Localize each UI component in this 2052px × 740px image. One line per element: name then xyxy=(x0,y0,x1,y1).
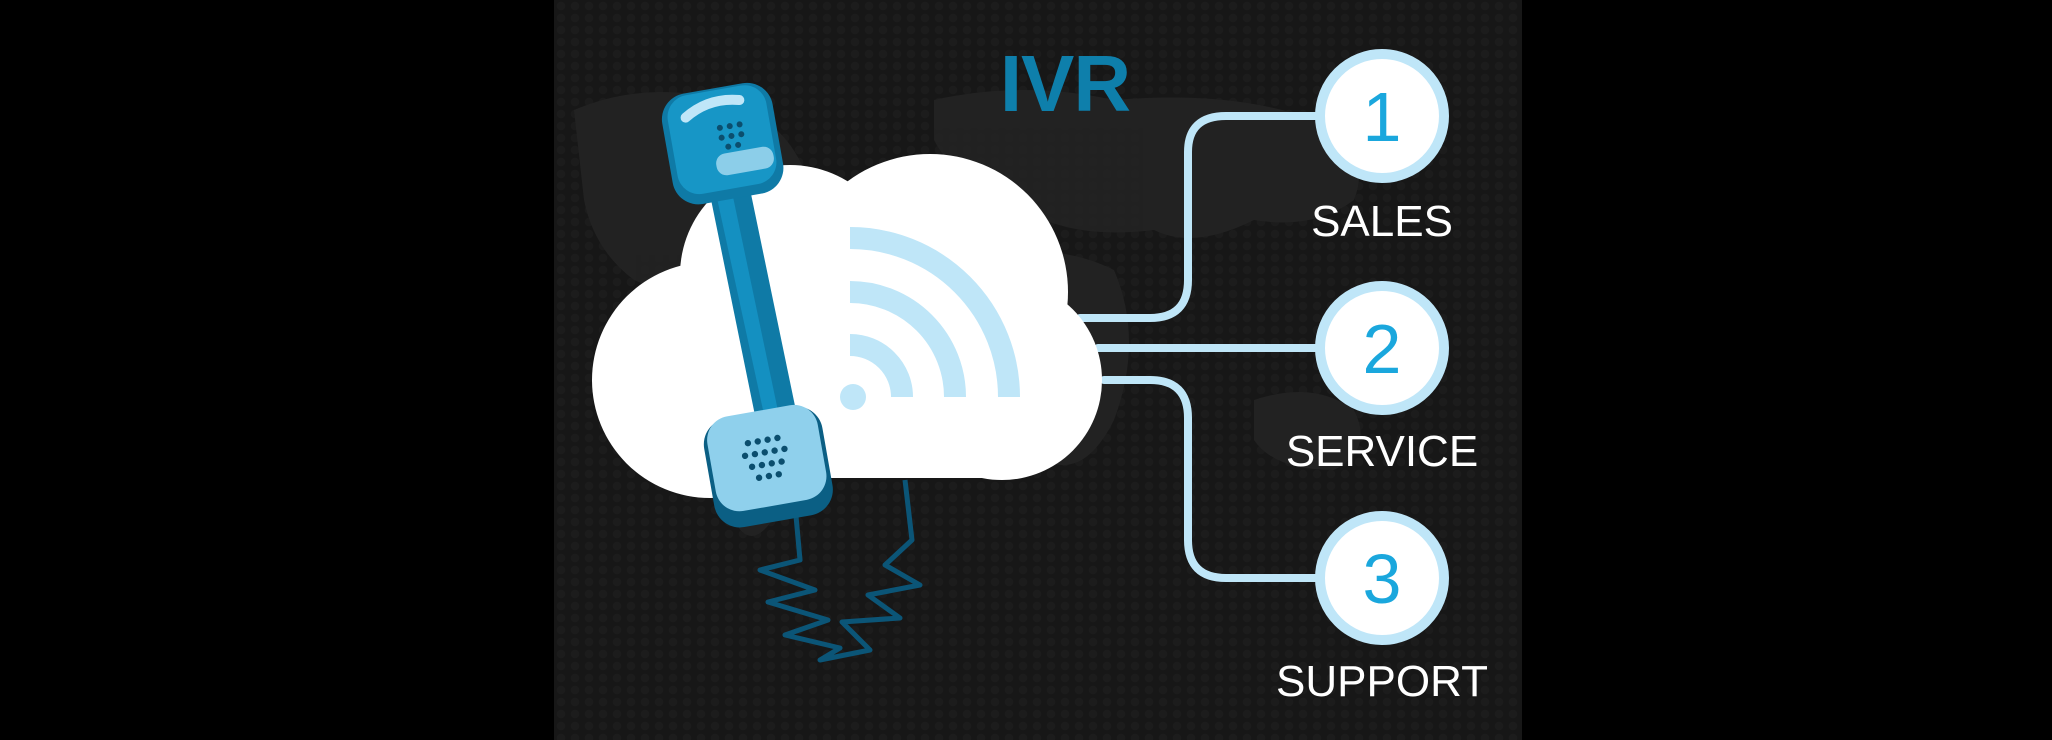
phone-handset-icon xyxy=(661,82,923,663)
cloud-icon xyxy=(592,154,1102,498)
wifi-signal-icon xyxy=(840,227,1020,410)
connector-support xyxy=(1100,376,1322,582)
option-label-support: SUPPORT xyxy=(1276,657,1488,706)
option-number-3: 3 xyxy=(1363,540,1402,618)
option-number-2: 2 xyxy=(1363,310,1402,388)
option-number-1: 1 xyxy=(1363,78,1402,156)
option-circle-2: 2 xyxy=(1315,281,1449,415)
option-label-sales: SALES xyxy=(1311,197,1453,246)
option-circle-3: 3 xyxy=(1315,511,1449,645)
option-circle-1: 1 xyxy=(1315,49,1449,183)
connector-lines xyxy=(1076,112,1322,582)
connector-sales xyxy=(1076,112,1322,322)
option-label-service: SERVICE xyxy=(1285,427,1479,476)
diagram-title: IVR xyxy=(999,39,1131,128)
